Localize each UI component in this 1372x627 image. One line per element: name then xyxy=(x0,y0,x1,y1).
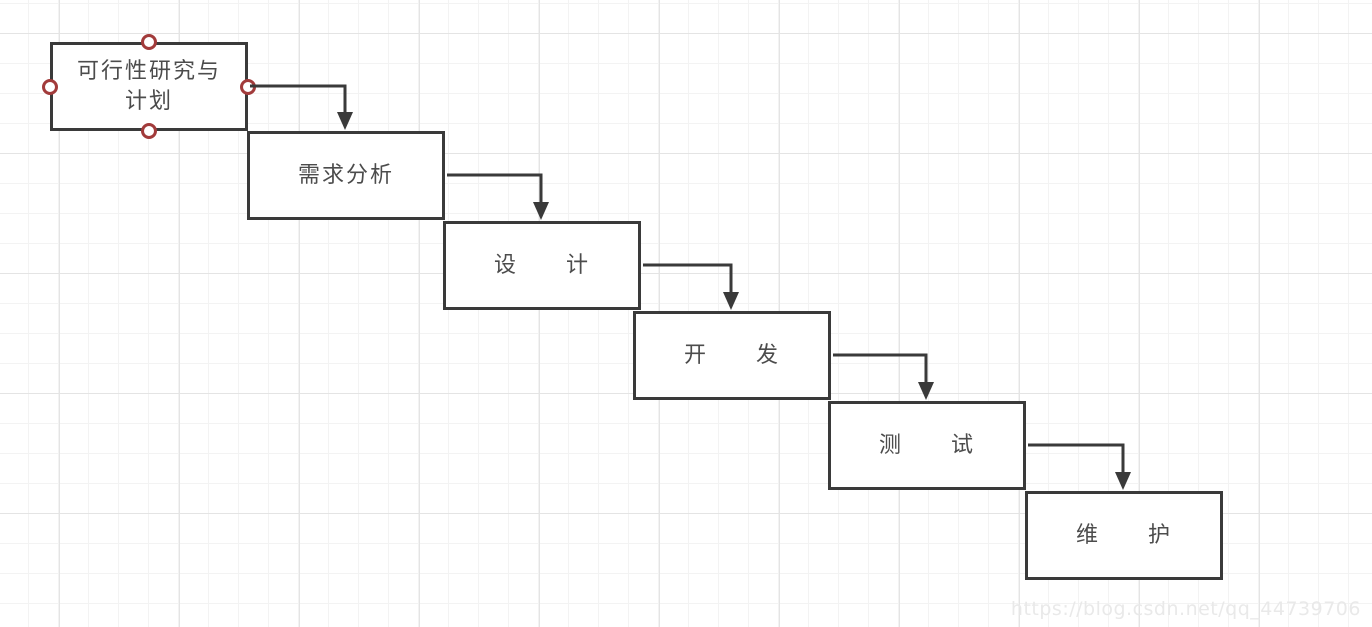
stage-label-line: 设 计 xyxy=(493,252,590,278)
stage-label-line: 计划 xyxy=(124,88,173,114)
connector-arrow-testing-to-maintenance[interactable] xyxy=(1028,443,1131,490)
connector-arrow-requirements-to-design[interactable] xyxy=(447,173,549,220)
connection-handle-bottom-icon[interactable] xyxy=(141,123,157,139)
stage-label-line: 维 护 xyxy=(1075,522,1172,548)
stage-box-requirements-analysis[interactable]: 需求分析 xyxy=(247,131,445,220)
connection-handle-left-icon[interactable] xyxy=(42,78,58,95)
connection-handle-top-icon[interactable] xyxy=(141,34,157,50)
stage-box-design[interactable]: 设 计 xyxy=(443,221,641,310)
connector-arrow-design-to-development[interactable] xyxy=(643,263,739,310)
stage-box-feasibility-planning[interactable]: 可行性研究与 计划 xyxy=(42,34,256,139)
stage-label-line: 可行性研究与 xyxy=(76,58,221,84)
watermark: https://blog.csdn.net/qq_44739706 xyxy=(1010,598,1361,620)
stage-label-line: 测 试 xyxy=(878,432,975,458)
stage-box-development[interactable]: 开 发 xyxy=(633,311,831,400)
stage-box-maintenance[interactable]: 维 护 xyxy=(1025,491,1223,580)
stage-box-testing[interactable]: 测 试 xyxy=(828,401,1026,490)
stage-label-line: 开 发 xyxy=(683,342,780,368)
connector-arrow-development-to-testing[interactable] xyxy=(833,353,934,400)
connection-handle-right-icon[interactable] xyxy=(240,78,256,95)
stage-label-line: 需求分析 xyxy=(297,162,394,188)
connector-arrow-feasibility-to-requirements[interactable] xyxy=(250,84,353,130)
